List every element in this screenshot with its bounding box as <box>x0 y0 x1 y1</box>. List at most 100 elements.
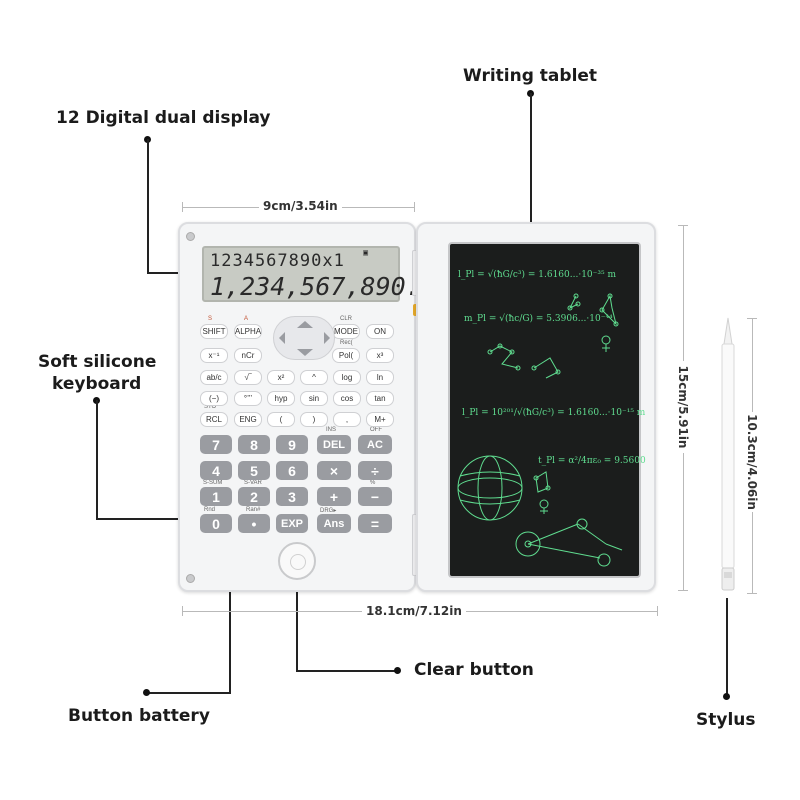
leader-dot-clear <box>394 667 401 674</box>
ink-constellation-3 <box>489 345 519 369</box>
sublabel-pct: % <box>370 480 376 486</box>
callout-keyboard-line1: Soft silicone <box>38 352 157 372</box>
writing-tablet-panel: l_Pl = √(ħG/c³) = 1.6160...·10⁻³⁵ m m_Pl… <box>416 222 656 592</box>
callout-display: 12 Digital dual display <box>56 108 271 128</box>
dim-label-total-width: 18.1cm/7.12in <box>362 604 466 618</box>
sublabel-ran: Ran# <box>246 507 261 513</box>
multiply-button[interactable]: × <box>317 461 351 480</box>
ncr-button[interactable]: nCr <box>234 348 262 363</box>
exp-button[interactable]: EXP <box>276 514 308 533</box>
cos-button[interactable]: cos <box>333 391 361 406</box>
subtract-button[interactable]: − <box>358 487 392 506</box>
ink-equation-4: t_Pl = α²/4πε₀ = 9.5600 <box>538 456 646 466</box>
ink-sketches <box>457 293 623 567</box>
direction-pad[interactable] <box>273 316 335 360</box>
leader-dot-stylus <box>723 693 730 700</box>
ink-equation-1: l_Pl = √(ħG/c³) = 1.6160...·10⁻³⁵ m <box>458 270 617 280</box>
arrow-up-icon[interactable] <box>297 321 313 328</box>
ink-constellation-1 <box>568 295 579 310</box>
open-paren-button[interactable]: ( <box>267 412 295 427</box>
arrow-left-icon[interactable] <box>279 332 285 344</box>
negative-button[interactable]: (−) <box>200 391 228 406</box>
sublabel-rect: Rec( <box>340 340 353 346</box>
on-button[interactable]: ON <box>366 324 394 339</box>
key-7[interactable]: 7 <box>200 435 232 454</box>
pol-button[interactable]: Pol( <box>332 348 360 363</box>
leader-line-battery-h <box>148 692 231 694</box>
key-3[interactable]: 3 <box>276 487 308 506</box>
arrow-right-icon[interactable] <box>324 332 330 344</box>
sublabel-a: A <box>244 316 249 322</box>
hyp-button[interactable]: hyp <box>267 391 295 406</box>
equals-button[interactable]: = <box>358 514 392 533</box>
key-1[interactable]: 1 <box>200 487 232 506</box>
dim-tick-total-right <box>657 606 658 616</box>
callout-stylus: Stylus <box>696 710 756 730</box>
callout-clear-button: Clear button <box>414 660 534 680</box>
clear-button[interactable] <box>278 542 316 580</box>
leader-line-clear <box>296 562 298 672</box>
battery-cover-icon <box>186 574 195 583</box>
sqrt-button[interactable]: √‾ <box>234 370 262 385</box>
power-button[interactable]: ^ <box>300 370 328 385</box>
sublabel-clr: CLR <box>340 316 353 322</box>
writing-surface[interactable]: l_Pl = √(ħG/c³) = 1.6160...·10⁻³⁵ m m_Pl… <box>448 242 646 578</box>
ink-gear <box>515 531 541 557</box>
screw-icon <box>186 232 195 241</box>
lcd-indicator-icon: ▣ <box>363 248 368 257</box>
arrow-down-icon[interactable] <box>297 349 313 356</box>
ink-constellation-4 <box>533 357 559 379</box>
reciprocal-button[interactable]: x⁻¹ <box>200 348 228 363</box>
key-6[interactable]: 6 <box>276 461 308 480</box>
ink-constellation-2 <box>601 294 617 326</box>
key-2[interactable]: 2 <box>238 487 270 506</box>
close-paren-button[interactable]: ) <box>300 412 328 427</box>
dim-tick-left <box>182 202 183 212</box>
key-9[interactable]: 9 <box>276 435 308 454</box>
callout-writing-tablet: Writing tablet <box>463 66 598 86</box>
decimal-point-button[interactable]: • <box>238 514 270 533</box>
sublabel-rnd: Rnd <box>204 507 216 513</box>
key-4[interactable]: 4 <box>200 461 232 480</box>
lcd-line-1: 1234567890x1 <box>210 251 345 271</box>
sin-button[interactable]: sin <box>300 391 328 406</box>
shift-button[interactable]: SHIFT <box>200 324 228 339</box>
key-5[interactable]: 5 <box>238 461 270 480</box>
fraction-button[interactable]: ab/c <box>200 370 228 385</box>
tan-button[interactable]: tan <box>366 391 394 406</box>
leader-line-keyboard-h <box>96 518 214 520</box>
stylus-pen[interactable] <box>716 316 740 594</box>
alpha-button[interactable]: ALPHA <box>234 324 262 339</box>
lcd-line-2: 1,234,567,890. <box>210 272 421 301</box>
dim-label-height: 15cm/5.91in <box>676 361 690 453</box>
sublabel-s: S <box>208 316 213 322</box>
key-8[interactable]: 8 <box>238 435 270 454</box>
delete-button[interactable]: DEL <box>317 435 351 454</box>
all-clear-button[interactable]: AC <box>358 435 392 454</box>
add-button[interactable]: + <box>317 487 351 506</box>
sublabel-drg: DRG▸ <box>320 508 337 514</box>
leader-line-stylus <box>726 598 728 696</box>
leader-line-battery <box>229 592 231 694</box>
dim-tick-top <box>678 225 688 226</box>
mplus-button[interactable]: M+ <box>366 412 394 427</box>
ln-button[interactable]: ln <box>366 370 394 385</box>
mode-button[interactable]: MODE <box>332 324 360 339</box>
square-button[interactable]: x² <box>267 370 295 385</box>
key-0[interactable]: 0 <box>200 514 232 533</box>
rcl-button[interactable]: RCL <box>200 412 228 427</box>
dim-tick-stylus-top <box>747 318 757 319</box>
callout-keyboard-line2: keyboard <box>52 374 142 394</box>
comma-button[interactable]: , <box>333 412 361 427</box>
sublabel-ssum: S-SUM <box>203 480 223 486</box>
eng-button[interactable]: ENG <box>234 412 262 427</box>
dim-tick-total-left <box>182 606 183 616</box>
lcd-display: ▣ 1234567890x1 1,234,567,890. <box>202 246 421 302</box>
ink-equation-3: l_Pl = 10²⁰¹/√(ħG/c³) = 1.6160...·10⁻¹⁵ … <box>462 408 646 418</box>
cube-button[interactable]: x³ <box>366 348 394 363</box>
divide-button[interactable]: ÷ <box>358 461 392 480</box>
sublabel-off: OFF <box>370 427 382 433</box>
log-button[interactable]: log <box>333 370 361 385</box>
degree-button[interactable]: °’’’ <box>234 391 262 406</box>
ans-button[interactable]: Ans <box>317 514 351 533</box>
